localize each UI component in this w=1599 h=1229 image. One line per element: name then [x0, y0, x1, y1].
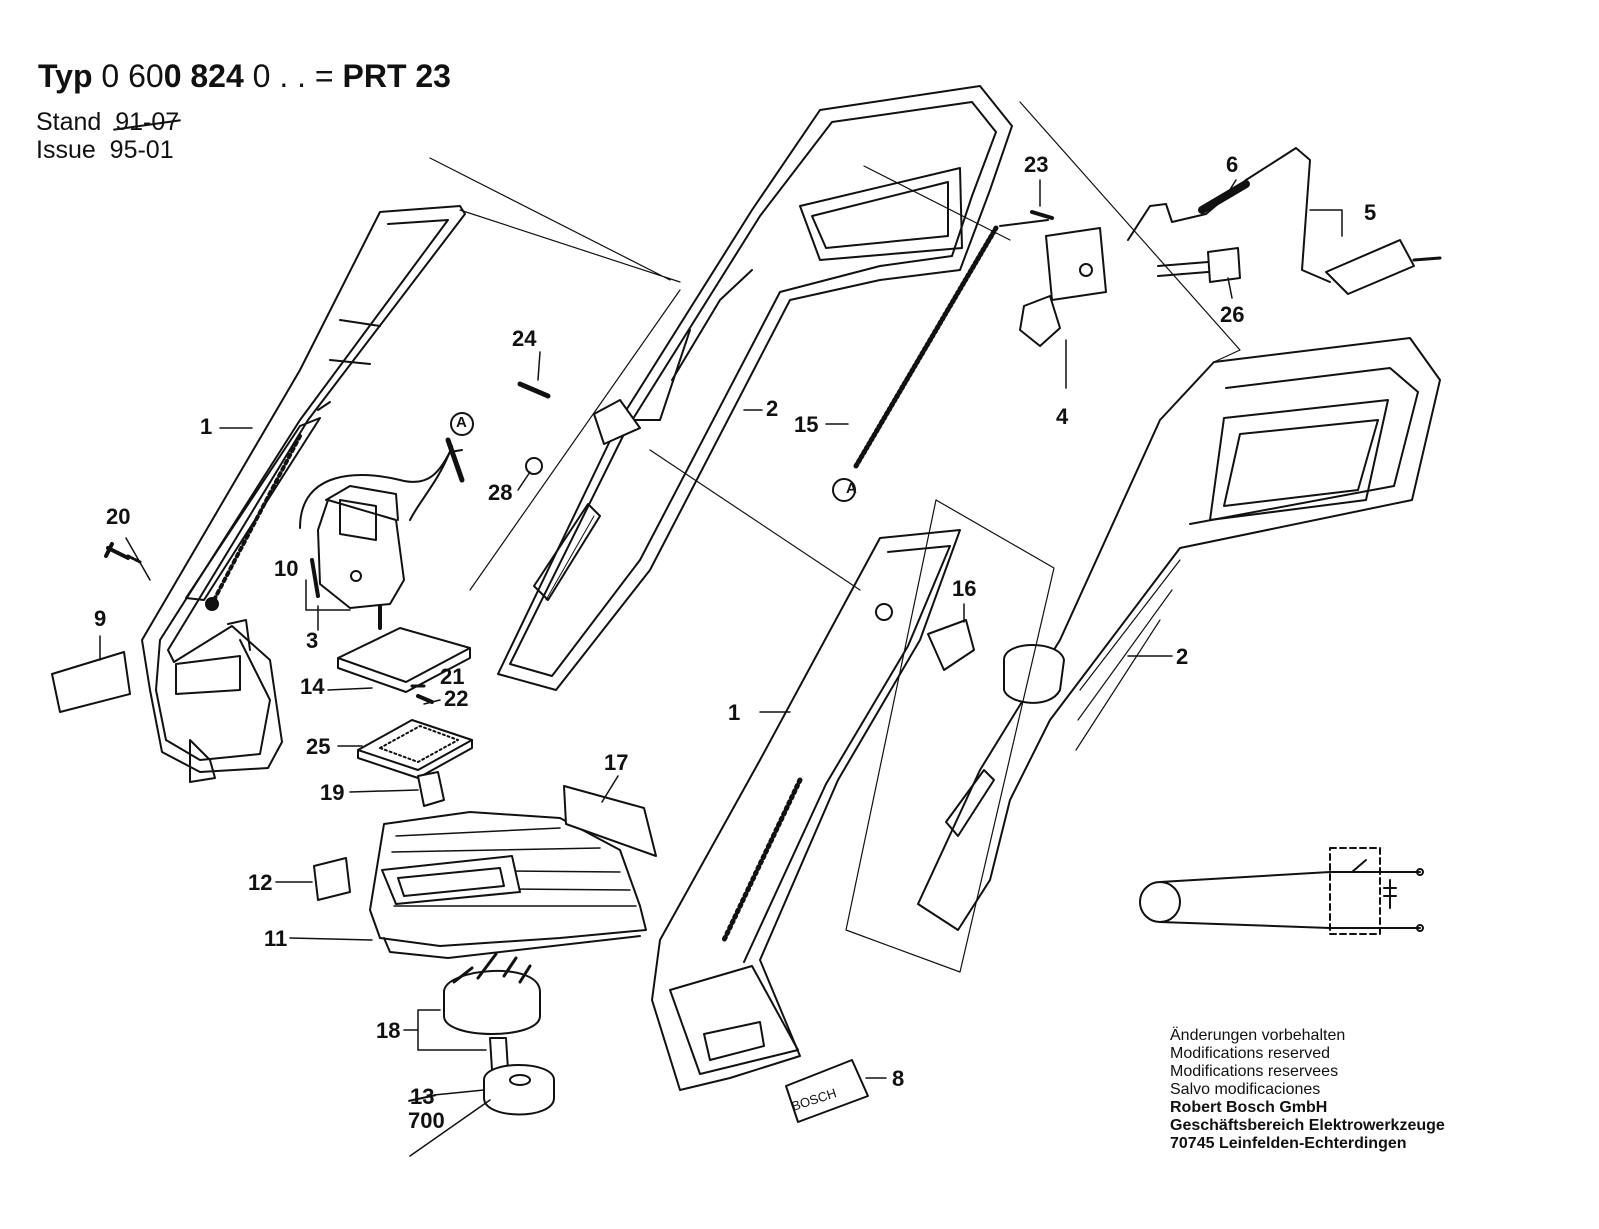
housing-half-1-right	[651, 529, 961, 1091]
housing-half-left	[141, 205, 466, 783]
screw-23	[1030, 210, 1054, 220]
mains-cable	[1127, 147, 1442, 295]
callout-5: 5	[1364, 200, 1377, 225]
company-division: Geschäftsbereich Elektrowerkzeuge	[1170, 1117, 1445, 1134]
stand-value: 91-07	[115, 108, 180, 136]
strip-17	[563, 785, 657, 857]
stand-label: Stand	[36, 108, 102, 136]
motor-10	[299, 437, 465, 630]
note-en: Modifications reserved	[1170, 1045, 1331, 1062]
callout-22: 22	[444, 686, 469, 711]
callout-3: 3	[306, 628, 319, 653]
callout-19: 19	[320, 780, 345, 805]
circuit-schematic	[1139, 847, 1424, 935]
type-title: Typ 0 600 824 0 . . = PRT 23	[38, 58, 451, 95]
handle-half-2-right	[917, 337, 1441, 931]
coupling-19	[417, 771, 445, 807]
note-es: Salvo modificaciones	[1170, 1081, 1321, 1098]
bracket-25	[357, 719, 473, 771]
typ-number-a: 0 60	[101, 58, 164, 94]
cable-15	[853, 225, 999, 469]
marker-a-lower: A	[846, 480, 857, 497]
screw-20	[104, 542, 142, 564]
callout-2-upper: 2	[766, 396, 779, 421]
typ-number-c: 0 . . =	[252, 58, 334, 94]
callout-12: 12	[248, 870, 273, 895]
note-de: Änderungen vorbehalten	[1170, 1027, 1346, 1044]
callout-26: 26	[1220, 302, 1245, 327]
callout-13: 13	[410, 1084, 435, 1109]
callout-6: 6	[1226, 152, 1239, 177]
plate-8	[785, 1059, 869, 1123]
screw-24	[517, 381, 551, 399]
label-plate-9	[51, 651, 131, 713]
callout-15: 15	[794, 412, 819, 437]
callout-17: 17	[604, 750, 629, 775]
callout-21: 21	[440, 664, 465, 689]
callout-1-left: 1	[200, 414, 213, 439]
handle-half-2	[497, 85, 1013, 691]
nut-28	[525, 457, 543, 475]
switch-4	[1019, 227, 1107, 347]
marker-a-upper: A	[456, 414, 467, 431]
stand-line: Stand 91-07	[36, 108, 179, 137]
callout-24: 24	[512, 326, 537, 351]
callout-20: 20	[106, 504, 131, 529]
callout-10: 10	[274, 556, 299, 581]
part-12	[313, 857, 351, 901]
callout-4: 4	[1056, 404, 1069, 429]
callout-9: 9	[94, 606, 107, 631]
typ-label: Typ	[38, 58, 93, 94]
callout-28: 28	[488, 480, 513, 505]
callout-25: 25	[306, 734, 331, 759]
callout-700: 700	[408, 1108, 445, 1133]
callout-1-right: 1	[728, 700, 741, 725]
knob-16	[927, 619, 975, 671]
callout-23: 23	[1024, 152, 1049, 177]
issue-line: Issue 95-01	[36, 136, 174, 165]
callout-11: 11	[264, 926, 288, 951]
callout-2-lower: 2	[1176, 644, 1189, 669]
issue-label: Issue	[36, 136, 96, 164]
typ-number-b: 0 824	[163, 58, 244, 94]
guard-11	[369, 811, 647, 959]
company-address: 70745 Leinfelden-Echterdingen	[1170, 1135, 1407, 1152]
capacitor-26	[1207, 247, 1241, 283]
callout-8: 8	[892, 1066, 905, 1091]
callout-14: 14	[300, 674, 325, 699]
callout-18: 18	[376, 1018, 401, 1043]
callout-16: 16	[952, 576, 977, 601]
model-name: PRT 23	[342, 58, 451, 94]
company-name: Robert Bosch GmbH	[1170, 1099, 1328, 1116]
issue-value: 95-01	[109, 136, 174, 164]
note-fr: Modifications reservees	[1170, 1063, 1339, 1080]
footer-notes: Änderungen vorbehalten Modifications res…	[1170, 1027, 1445, 1153]
spool-18	[443, 952, 555, 1116]
